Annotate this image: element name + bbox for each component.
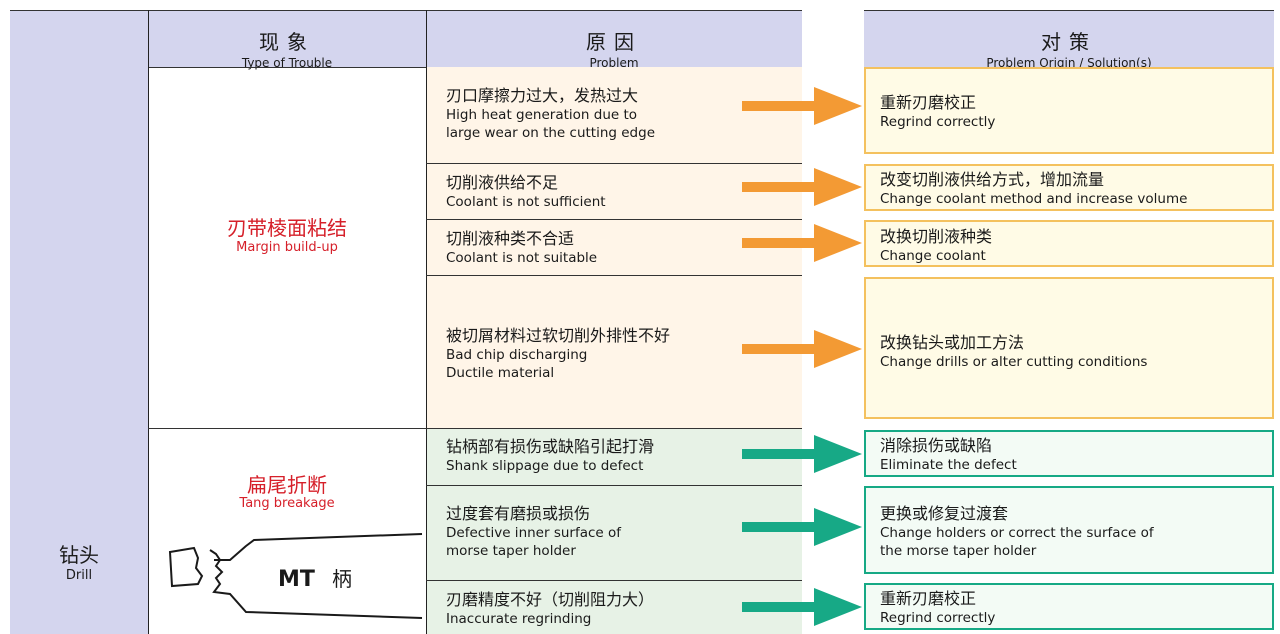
arrow-3 (742, 330, 862, 368)
row-sep-5 (426, 485, 802, 486)
cause-bg-green (426, 428, 802, 634)
arrow-4 (742, 435, 862, 473)
cause-4: 钻柄部有损伤或缺陷引起打滑 Shank slippage due to defe… (446, 437, 654, 475)
row-sep-6 (426, 580, 802, 581)
solution-4-zh: 消除损伤或缺陷 (880, 436, 993, 455)
trouble-margin-zh: 刃带棱面粘结 (227, 216, 347, 240)
cause-3: 被切屑材料过软切削外排性不好 Bad chip discharging Duct… (446, 326, 670, 382)
cause-1-zh: 切削液供给不足 (446, 173, 559, 192)
category-cell: 钻头 Drill (10, 67, 148, 634)
header-bottom-border (10, 67, 802, 68)
solution-1: 改变切削液供给方式，增加流量 Change coolant method and… (864, 164, 1274, 211)
arrow-6 (742, 588, 862, 626)
cause-4-zh: 钻柄部有损伤或缺陷引起打滑 (446, 437, 655, 456)
arrow-2 (742, 224, 862, 262)
header-problem-zh: 原因 (586, 30, 642, 54)
solution-4-en-1: Eliminate the defect (880, 457, 1017, 473)
solution-1-en-1: Change coolant method and increase volum… (880, 191, 1188, 207)
cause-5-en-1: Defective inner surface of (446, 525, 622, 541)
header-problem-en: Problem (589, 56, 639, 70)
cause-0-en-1: High heat generation due to (446, 107, 638, 123)
category-zh: 钻头 (59, 543, 99, 567)
solution-5-en-2: the morse taper holder (880, 543, 1037, 559)
solution-0-zh: 重新刃磨校正 (880, 93, 977, 112)
cause-0: 刃口摩擦力过大，发热过大 High heat generation due to… (446, 86, 655, 142)
grid-vline-2 (426, 10, 427, 634)
solution-2: 改换切削液种类 Change coolant (864, 220, 1274, 267)
cause-5-zh: 过度套有磨损或损伤 (446, 504, 591, 523)
cause-2: 切削液种类不合适 Coolant is not suitable (446, 229, 597, 267)
trouble-tang-zh: 扁尾折断 (247, 473, 327, 497)
solution-2-zh: 改换切削液种类 (880, 227, 993, 246)
cause-bg-orange (426, 67, 802, 428)
mt-label-zh: 柄 (332, 567, 352, 591)
trouble-tang-en: Tang breakage (239, 496, 335, 511)
solution-6-zh: 重新刃磨校正 (880, 589, 977, 608)
solution-5-zh: 更换或修复过渡套 (880, 504, 1009, 523)
header-top-border (10, 10, 802, 11)
header-top-border-solution (864, 10, 1274, 11)
solution-3-zh: 改换钻头或加工方法 (880, 333, 1025, 352)
cause-5-en-2: morse taper holder (446, 543, 576, 559)
group-sep (148, 428, 802, 429)
cause-6-en-1: Inaccurate regrinding (446, 611, 592, 627)
cause-1: 切削液供给不足 Coolant is not sufficient (446, 173, 606, 211)
row-sep-1 (426, 163, 802, 164)
trouble-margin-en: Margin build-up (236, 240, 338, 255)
cause-2-zh: 切削液种类不合适 (446, 229, 575, 248)
cause-3-en-2: Ductile material (446, 365, 555, 381)
solution-0-en-1: Regrind correctly (880, 114, 996, 130)
solution-5: 更换或修复过渡套 Change holders or correct the s… (864, 486, 1274, 574)
cause-6-zh: 刃磨精度不好（切削阻力大） (446, 590, 655, 609)
header-solution-en: Problem Origin / Solution(s) (986, 56, 1152, 70)
solution-1-zh: 改变切削液供给方式，增加流量 (880, 170, 1105, 189)
cause-3-en-1: Bad chip discharging (446, 347, 588, 363)
arrow-0 (742, 87, 862, 125)
header-trouble: 现象 Type of Trouble (148, 10, 426, 70)
solution-5-en-1: Change holders or correct the surface of (880, 525, 1154, 541)
solution-3-en-1: Change drills or alter cutting condition… (880, 354, 1148, 370)
solution-6: 重新刃磨校正 Regrind correctly (864, 583, 1274, 630)
shank-outline (209, 533, 423, 619)
row-sep-3 (426, 275, 802, 276)
arrow-5 (742, 508, 862, 546)
cause-5: 过度套有磨损或损伤 Defective inner surface of mor… (446, 504, 621, 560)
header-trouble-zh: 现象 (259, 30, 315, 54)
header-trouble-en: Type of Trouble (241, 56, 333, 70)
category-en: Drill (65, 568, 93, 583)
solution-3: 改换钻头或加工方法 Change drills or alter cutting… (864, 277, 1274, 419)
mt-shank-illustration: MT 柄 (168, 533, 423, 619)
cause-3-zh: 被切屑材料过软切削外排性不好 (446, 326, 671, 345)
header-solution: 对策 Problem Origin / Solution(s) (864, 10, 1274, 70)
broken-tang-piece (168, 546, 204, 588)
solution-4: 消除损伤或缺陷 Eliminate the defect (864, 430, 1274, 477)
solution-0: 重新刃磨校正 Regrind correctly (864, 67, 1274, 154)
cause-6: 刃磨精度不好（切削阻力大） Inaccurate regrinding (446, 590, 654, 628)
grid-vline-1 (148, 10, 149, 634)
header-solution-zh: 对策 (1041, 30, 1097, 54)
header-corner (10, 10, 148, 67)
cause-4-en-1: Shank slippage due to defect (446, 458, 644, 474)
cause-1-en-1: Coolant is not sufficient (446, 194, 606, 210)
mt-label: MT (278, 567, 315, 592)
cause-0-en-2: large wear on the cutting edge (446, 125, 655, 141)
solution-2-en-1: Change coolant (880, 248, 986, 264)
solution-6-en-1: Regrind correctly (880, 610, 996, 626)
header-problem: 原因 Problem (426, 10, 802, 70)
arrow-1 (742, 168, 862, 206)
cause-2-en-1: Coolant is not suitable (446, 250, 598, 266)
cause-0-zh: 刃口摩擦力过大，发热过大 (446, 86, 639, 105)
row-sep-2 (426, 219, 802, 220)
